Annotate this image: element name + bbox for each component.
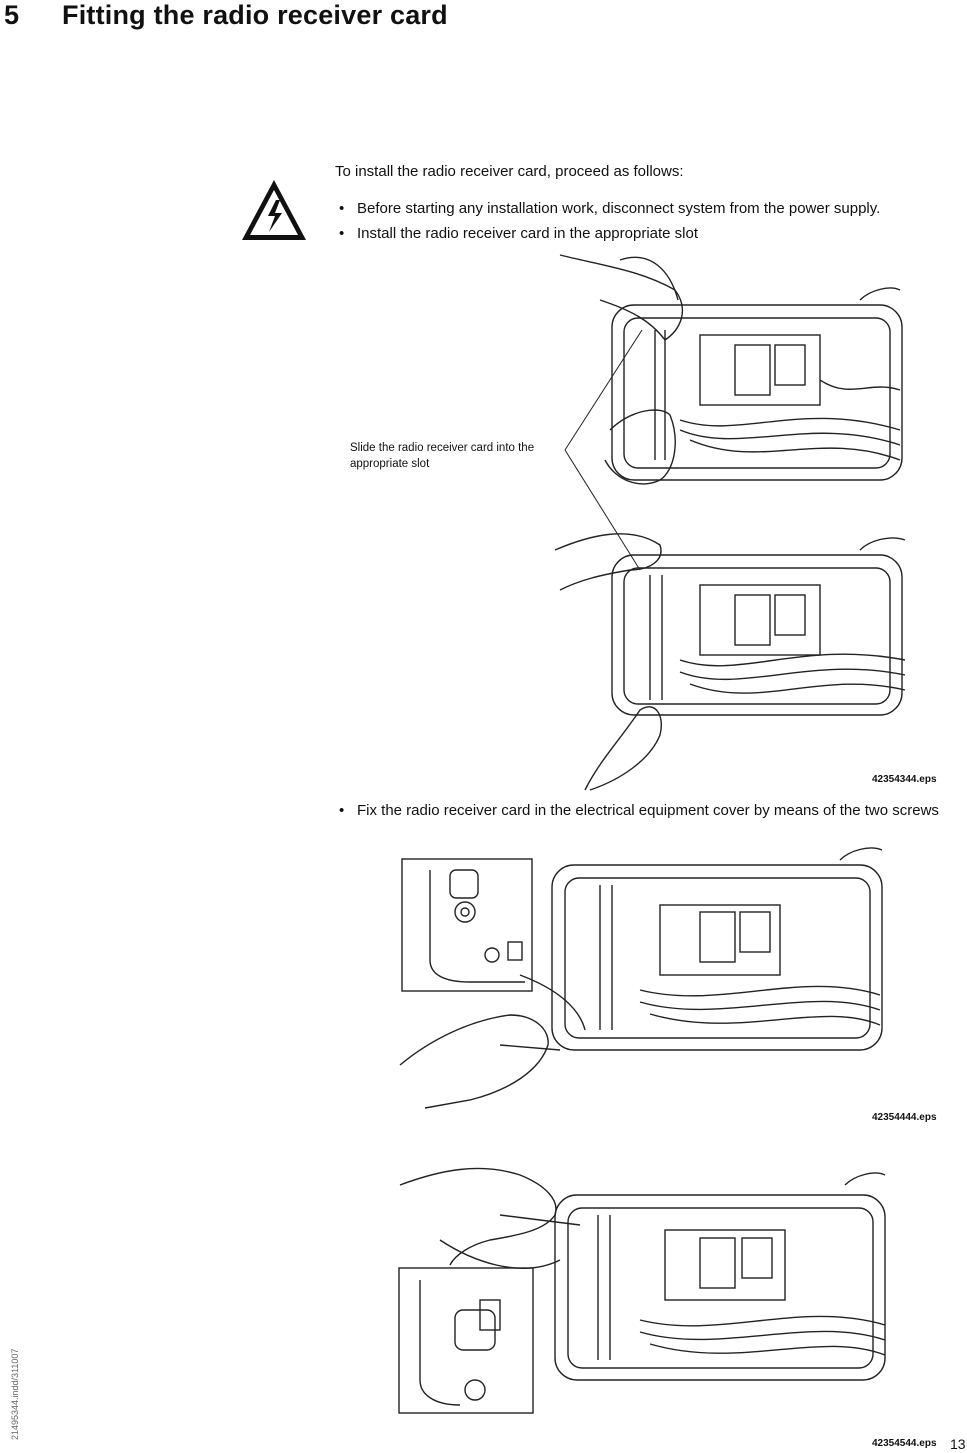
side-file-reference: 21495344.indd/311007 [10,1348,20,1440]
bullet-text: Fix the radio receiver card in the elect… [357,802,939,819]
intro-text: To install the radio receiver card, proc… [335,163,684,180]
callout-label: Slide the radio receiver card into the a… [350,442,535,470]
section-number: 5 [4,0,20,30]
bullet-text: Before starting any installation work, d… [357,200,881,217]
bullet-symbol: • [339,802,345,819]
bullet-text: Install the radio receiver card in the a… [357,225,699,242]
bullet-symbol: • [339,200,345,217]
page-number: 13 [950,1436,966,1452]
figure-filename: 42354344.eps [872,774,937,785]
bullet-symbol: • [339,225,345,242]
figure-filename: 42354444.eps [872,1112,937,1123]
section-heading: 5 Fitting the radio receiver card [4,0,448,31]
figure-filename: 42354544.eps [872,1438,937,1449]
section-title: Fitting the radio receiver card [62,0,448,30]
